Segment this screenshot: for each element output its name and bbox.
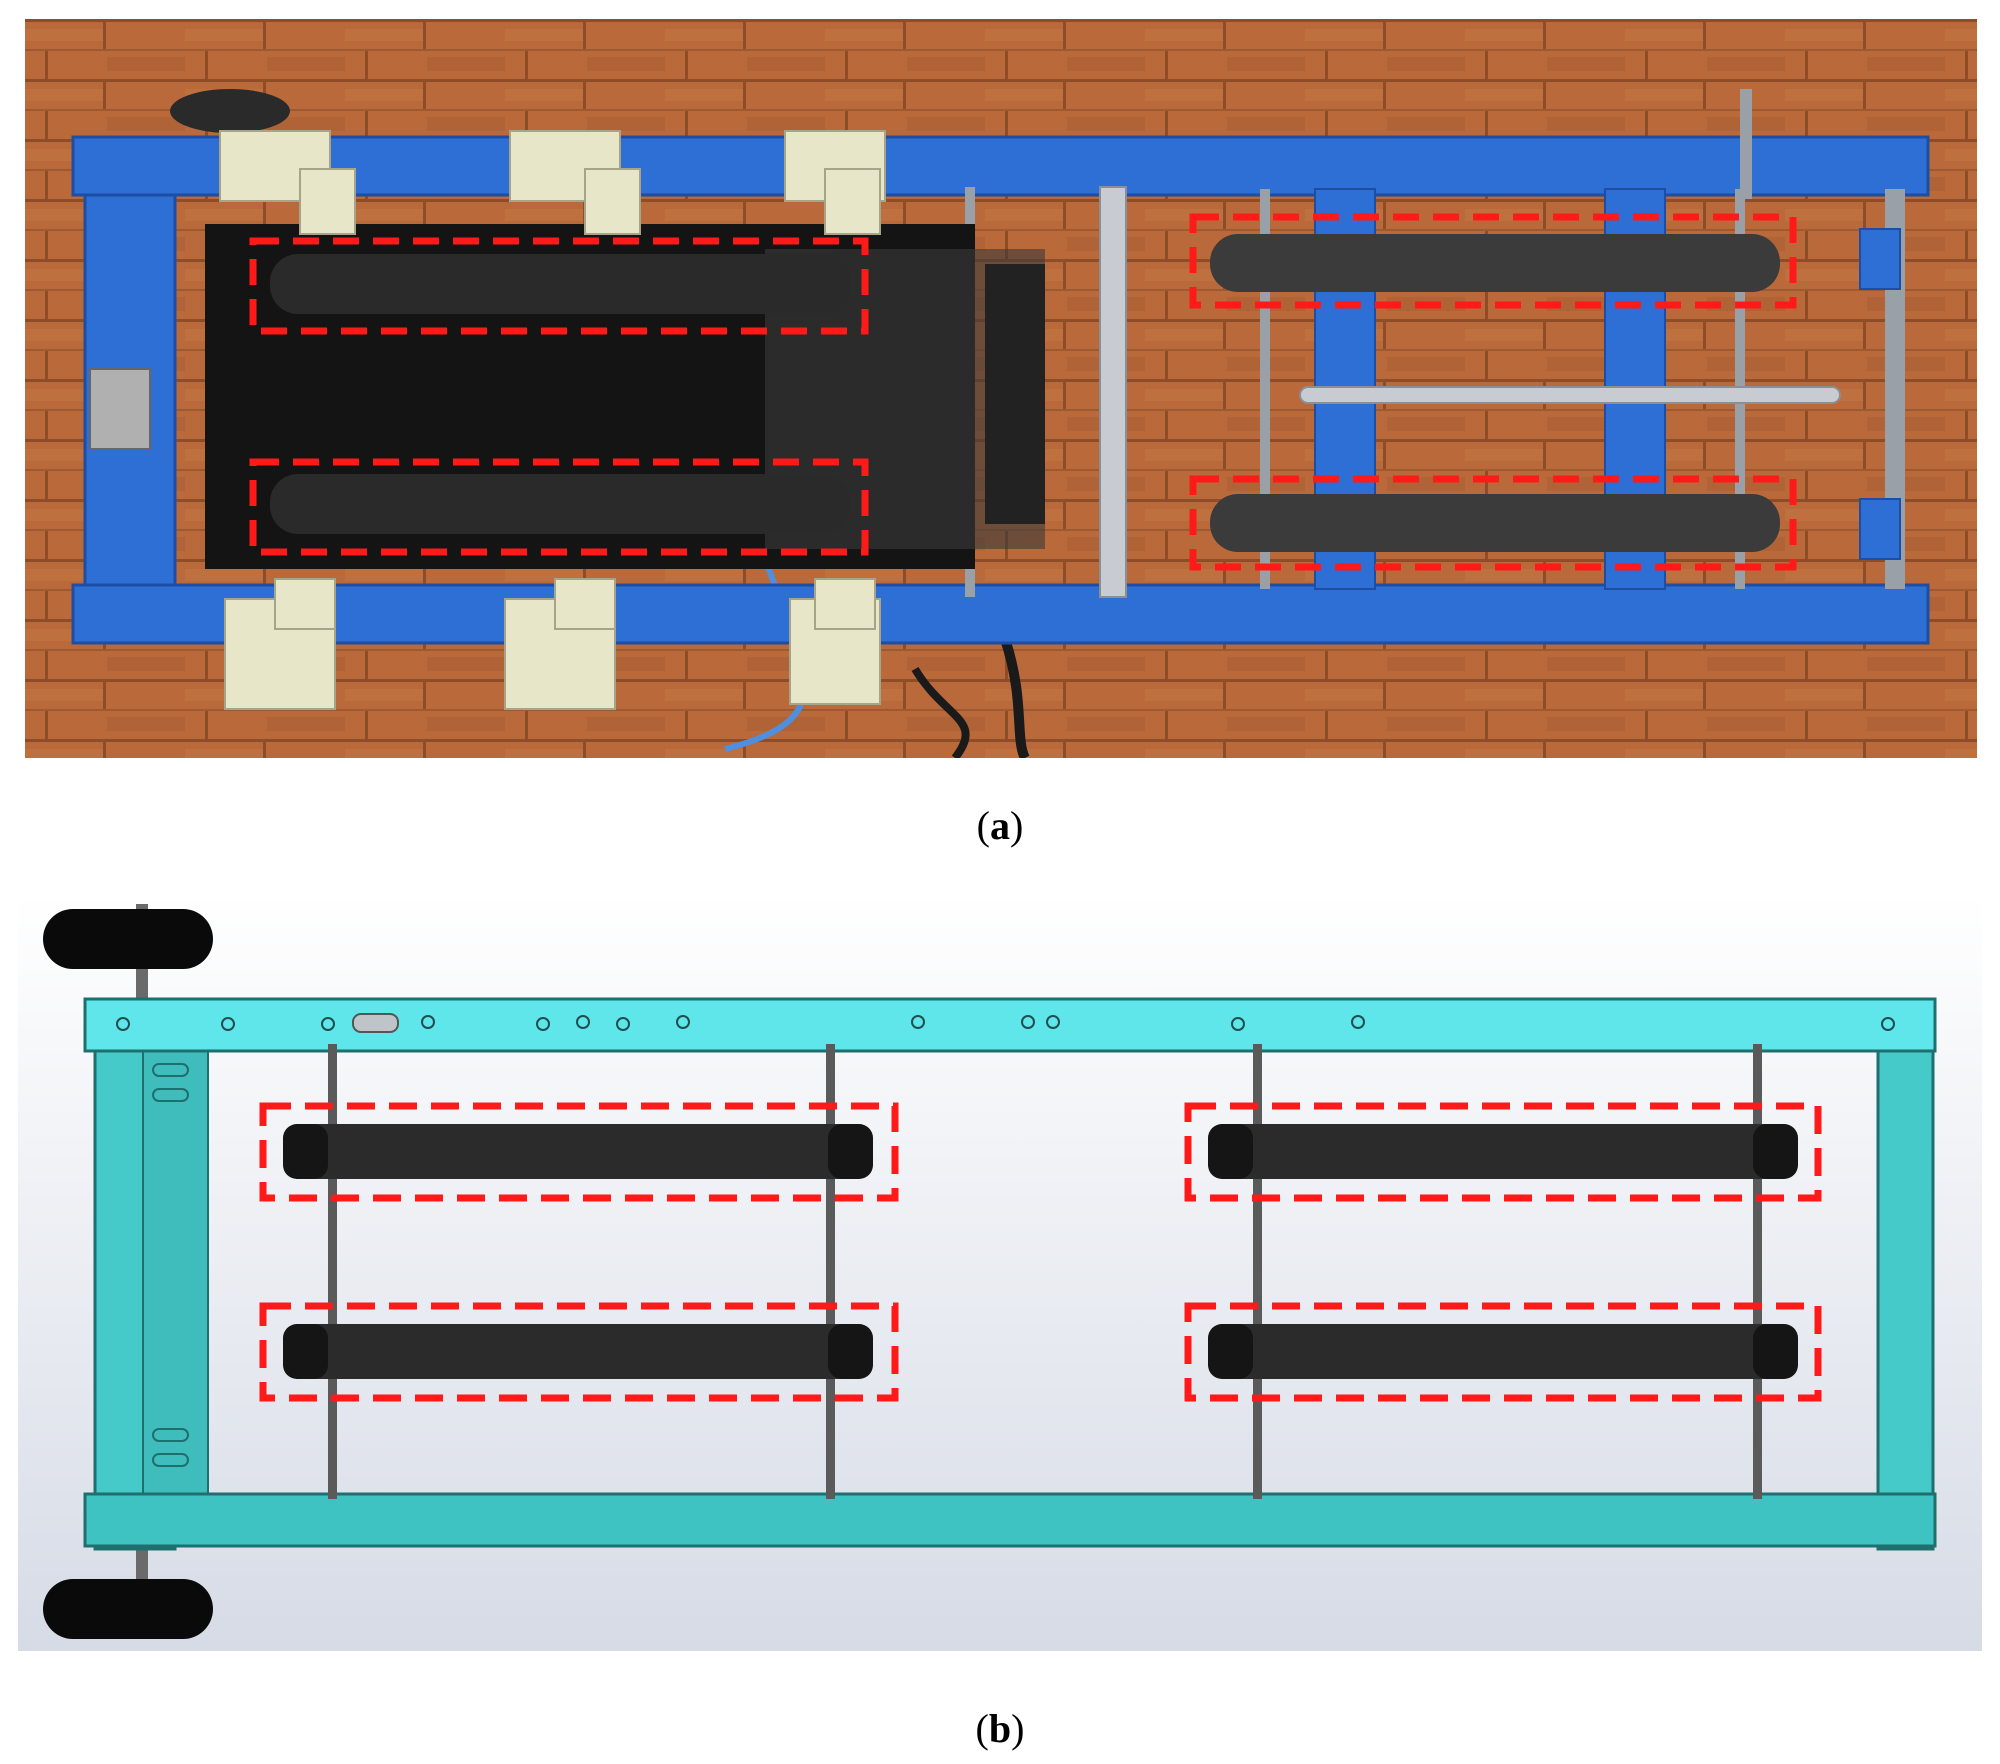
highlight-box-photo-2 (249, 458, 869, 556)
wheel-icon (43, 909, 213, 969)
highlight-box-photo-4 (1189, 475, 1797, 571)
caption-a: (a) (976, 803, 1024, 848)
highlight-box-cad-2 (259, 1302, 899, 1402)
belt-photo-1 (270, 254, 850, 314)
caption-b: (b) (975, 1706, 1025, 1751)
belt-cad-2 (283, 1324, 873, 1379)
wheel-icon (170, 89, 290, 133)
belt-cad-3 (1208, 1124, 1798, 1179)
highlight-box-cad-1 (259, 1102, 899, 1202)
belt-cad-4 (1208, 1324, 1798, 1379)
highlight-box-cad-3 (1184, 1102, 1822, 1202)
belt-photo-4 (1210, 494, 1780, 552)
belt-photo-2 (270, 474, 850, 534)
panel-b-cad (18, 894, 1982, 1651)
bottom-rail (83, 1492, 1937, 1548)
bottom-rail (71, 583, 1930, 645)
black-cable (1000, 637, 1030, 758)
highlight-box-photo-1 (249, 237, 869, 335)
top-rail (71, 135, 1930, 197)
panel-a-photo (25, 19, 1977, 758)
belt-photo-3 (1210, 234, 1780, 292)
highlight-box-photo-3 (1189, 213, 1797, 309)
highlight-box-cad-4 (1184, 1302, 1822, 1402)
belt-cad-1 (283, 1124, 873, 1179)
wheel-icon (43, 1579, 213, 1639)
bracket-icon (219, 130, 886, 710)
